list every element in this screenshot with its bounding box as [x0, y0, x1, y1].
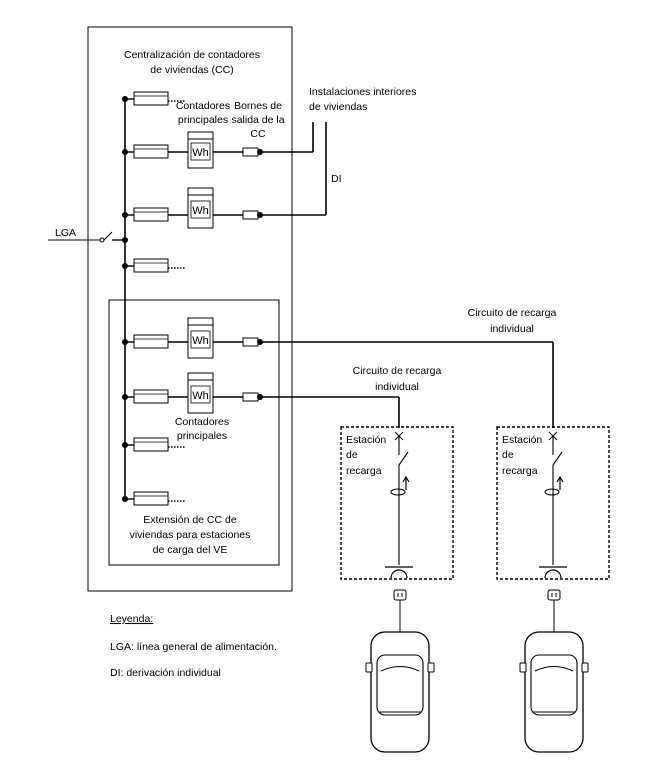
- contadores-bottom-2: principales: [177, 430, 227, 442]
- car-right-roof: [530, 654, 578, 716]
- row2-meter: [187, 131, 214, 169]
- lga-junction: [122, 237, 128, 243]
- instalaciones-2: de viviendas: [309, 101, 367, 113]
- extension-box: [108, 299, 280, 566]
- row4-fuse: [133, 258, 169, 273]
- station-right-rcd-loop: [544, 488, 560, 496]
- di-label: DI: [331, 173, 342, 185]
- row6-meter-wh-box: [190, 385, 211, 404]
- station-left-rcd-loop: [390, 488, 406, 496]
- bornes-3: CC: [250, 128, 266, 140]
- row1-fuse: [133, 91, 169, 106]
- row8-fuse: [133, 491, 169, 506]
- car-left-windshield: [380, 666, 420, 672]
- station-left-socket: [390, 569, 408, 579]
- station-left-rcd-arrow: [402, 475, 410, 490]
- bornes-1: Bornes de: [234, 100, 282, 112]
- row6-meter-wh: Wh: [192, 390, 209, 402]
- station-left-switch-blade: [398, 451, 409, 466]
- row3-fuse: [133, 207, 169, 222]
- legend-di: DI: derivación individual: [110, 667, 221, 679]
- circuito-right-1: Circuito de recarga: [468, 307, 557, 319]
- row3-meter-wh: Wh: [192, 205, 209, 217]
- charging-station-right: Estación de recarga: [496, 426, 610, 580]
- plug-left-icon: [393, 589, 407, 601]
- row2-meter-wh-box: [190, 142, 211, 161]
- station-left-line3: recarga: [346, 465, 382, 477]
- row6-fuse: [133, 389, 169, 404]
- station-left-line1: Estación: [346, 434, 386, 446]
- legend-title: Leyenda:: [110, 613, 153, 625]
- row5-meter-wh-box: [190, 330, 211, 349]
- circuito-left-1: Circuito de recarga: [353, 365, 442, 377]
- station-right-rcd-arrow: [556, 475, 564, 490]
- car-right-mirror-r: [581, 662, 589, 673]
- station-right-line1: Estación: [502, 434, 542, 446]
- car-right-mirror-l: [519, 662, 527, 673]
- legend-lga: LGA: línea general de alimentación.: [110, 641, 277, 653]
- station-right-switch-blade: [552, 451, 563, 466]
- extension-line1: Extensión de CC de: [143, 514, 237, 526]
- row6-terminal: [242, 392, 259, 402]
- lga-label: LGA: [55, 227, 76, 239]
- station-right-line3: recarga: [502, 465, 538, 477]
- row3-terminal: [242, 210, 259, 220]
- circuito-left-2: individual: [375, 381, 419, 393]
- extension-line2: viviendas para estaciones: [130, 529, 251, 541]
- row2-fuse: [133, 144, 169, 159]
- station-left-box: [340, 426, 454, 580]
- row5-terminal: [242, 337, 259, 347]
- vehicle-left: [365, 589, 435, 753]
- car-left-body: [370, 631, 430, 753]
- car-left-mirror-l: [365, 662, 373, 673]
- car-left-mirror-r: [427, 662, 435, 673]
- car-left-roof: [376, 654, 424, 716]
- row7-fuse: [133, 437, 169, 452]
- contadores-bottom-1: Contadores: [175, 416, 229, 428]
- extension-line3: de carga del VE: [153, 544, 228, 556]
- car-right-body: [524, 631, 584, 753]
- lga-switch-blade: [103, 231, 113, 241]
- car-right-windshield: [534, 666, 574, 672]
- contadores-top-2: principales: [178, 114, 228, 126]
- station-right-line2: de: [502, 449, 514, 461]
- cc-title-line2: de viviendas (CC): [150, 64, 233, 76]
- instalaciones-1: Instalaciones interiores: [309, 86, 416, 98]
- row2-meter-wh: Wh: [192, 147, 209, 159]
- row5-meter-wh: Wh: [192, 335, 209, 347]
- bornes-2: salida de la: [231, 114, 284, 126]
- row3-meter-wh-box: [190, 200, 211, 219]
- lga-switch-contact: [99, 237, 105, 243]
- station-right-box: [496, 426, 610, 580]
- charging-station-left: Estación de recarga: [340, 426, 454, 580]
- plug-right-icon: [547, 589, 561, 601]
- station-left-line2: de: [346, 449, 358, 461]
- circuito-right-2: individual: [490, 323, 534, 335]
- station-right-socket: [544, 569, 562, 579]
- vehicle-right: [519, 589, 589, 753]
- row5-fuse: [133, 334, 169, 349]
- contadores-top-1: Contadores: [176, 100, 230, 112]
- cc-title-line1: Centralización de contadores: [124, 49, 260, 61]
- cc-box: [87, 26, 293, 592]
- row2-terminal: [242, 147, 259, 157]
